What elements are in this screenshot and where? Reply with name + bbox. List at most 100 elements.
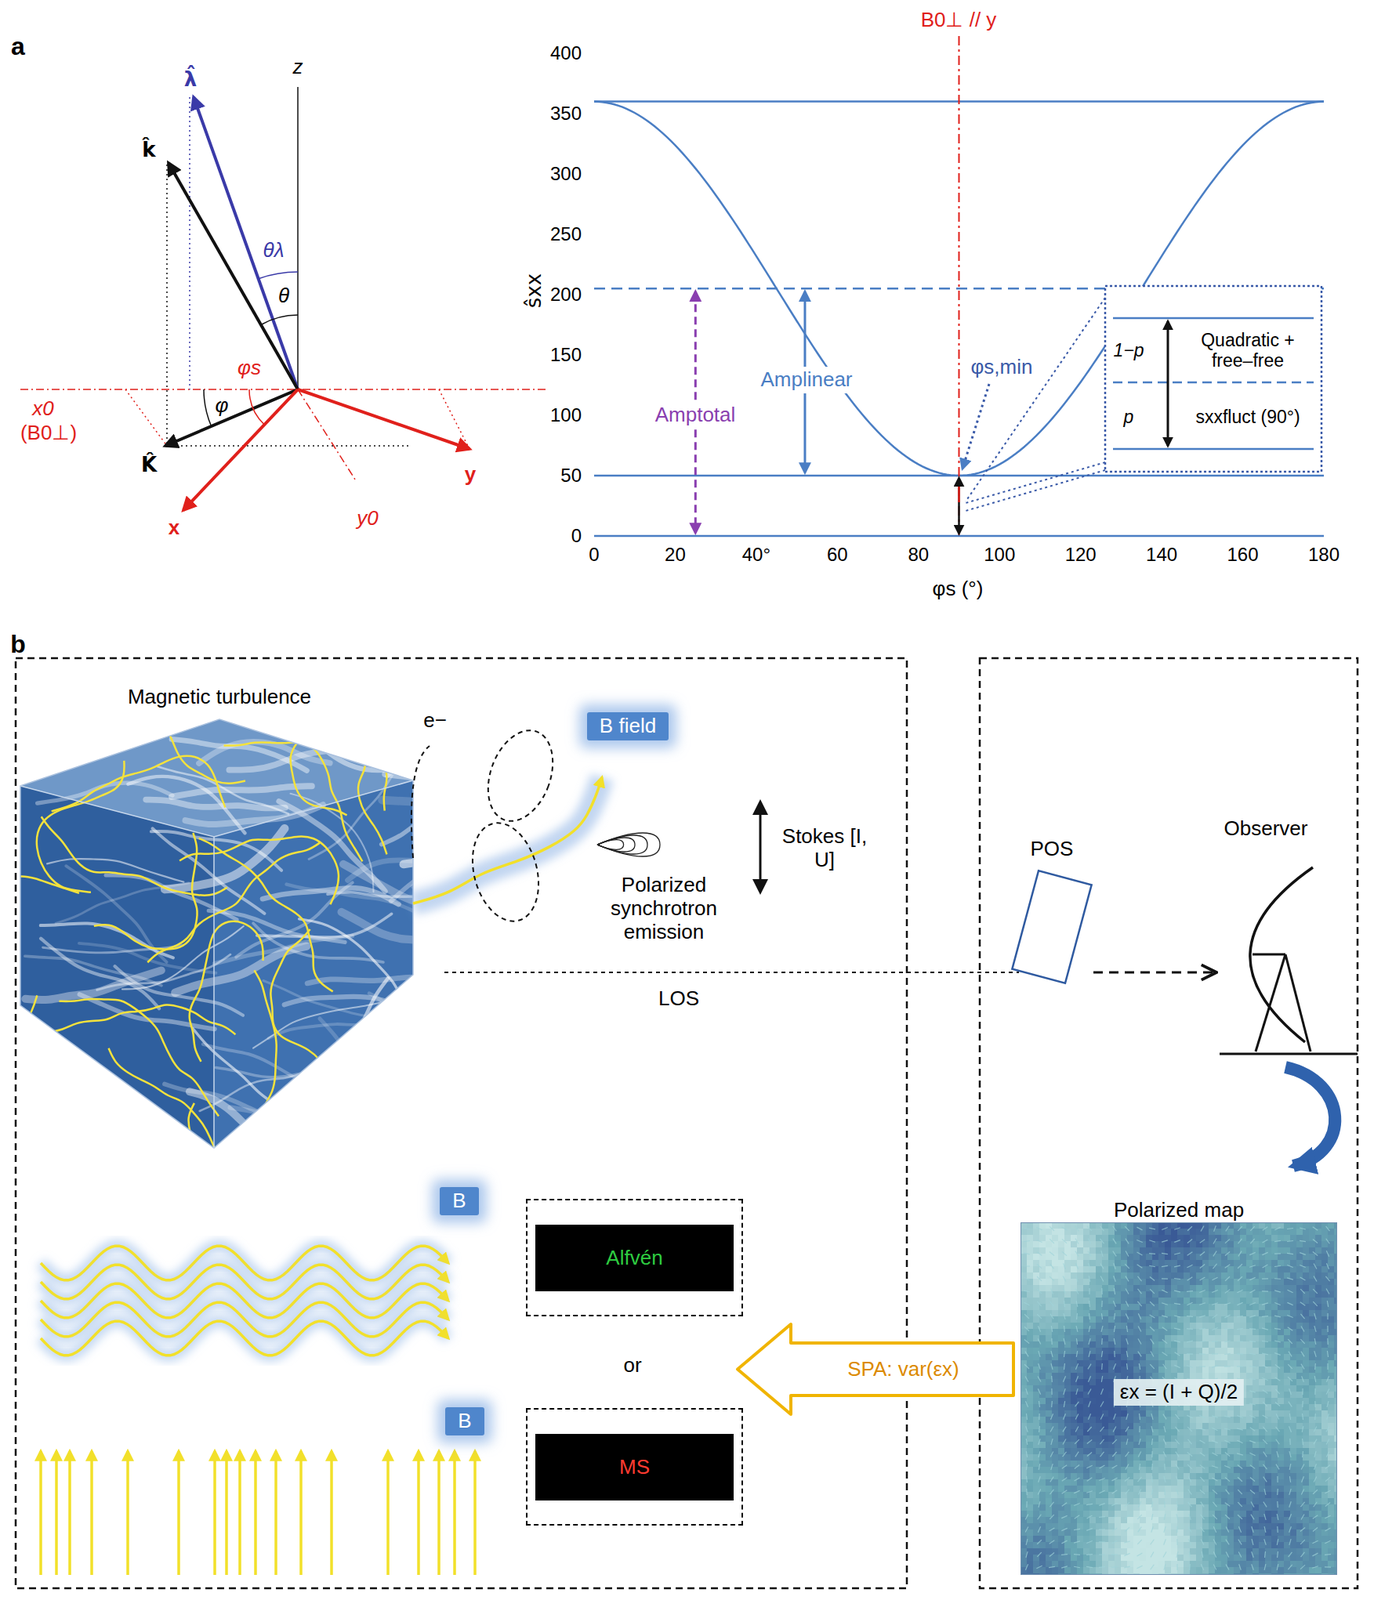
- map-cell: [1290, 1304, 1298, 1312]
- map-cell: [1214, 1417, 1222, 1425]
- field-line: [416, 1451, 421, 1576]
- field-line: [473, 1451, 477, 1576]
- map-cell: [1076, 1417, 1084, 1425]
- label: k̂: [141, 138, 156, 163]
- process-arrow: [1285, 1067, 1335, 1167]
- map-cell: [1290, 1392, 1298, 1400]
- map-cell: [1020, 1316, 1028, 1324]
- map-cell: [1095, 1373, 1103, 1381]
- map-cell: [1039, 1354, 1047, 1362]
- map-cell: [1108, 1228, 1116, 1237]
- map-cell: [1214, 1316, 1222, 1324]
- turbulence-streak: [319, 1018, 379, 1144]
- map-cell: [1095, 1366, 1103, 1374]
- map-cell: [1133, 1316, 1141, 1324]
- map-cell: [1158, 1385, 1166, 1393]
- map-cell: [1127, 1354, 1135, 1362]
- map-cell: [1051, 1247, 1059, 1255]
- map-cell: [1145, 1241, 1153, 1249]
- map-cell: [1233, 1348, 1241, 1356]
- y-axis-vector: [297, 389, 470, 450]
- map-cell: [1051, 1354, 1059, 1362]
- electron-path: [411, 746, 430, 859]
- map-cell: [1327, 1385, 1335, 1393]
- map-cell: [1170, 1429, 1179, 1437]
- map-cell: [1271, 1379, 1279, 1387]
- map-cell: [1033, 1417, 1041, 1425]
- map-cell: [1221, 1247, 1229, 1255]
- map-cell: [1239, 1354, 1248, 1362]
- map-cell: [1045, 1379, 1053, 1387]
- map-cell: [1189, 1304, 1197, 1312]
- map-cell: [1139, 1323, 1147, 1331]
- map-cell: [1290, 1266, 1298, 1274]
- map-cell: [1221, 1297, 1229, 1306]
- field-badge: B field: [587, 712, 669, 741]
- map-cell: [1089, 1235, 1097, 1243]
- y0-axis-line: [297, 389, 357, 483]
- inset-line: [1112, 381, 1314, 385]
- field-line: [213, 1451, 217, 1576]
- map-cell: [1127, 1335, 1135, 1343]
- map-cell: [1064, 1360, 1072, 1368]
- map-cell: [1045, 1404, 1053, 1412]
- map-cell: [1302, 1348, 1310, 1356]
- map-cell: [1321, 1366, 1329, 1374]
- map-cell: [1321, 1316, 1329, 1324]
- map-cell: [1145, 1228, 1153, 1237]
- turbulence-streak: [47, 859, 184, 883]
- map-cell: [1051, 1423, 1059, 1431]
- map-cell: [1127, 1235, 1135, 1243]
- label: λ̂: [184, 68, 197, 92]
- map-cell: [1252, 1341, 1260, 1349]
- field-line: [54, 1451, 59, 1576]
- map-cell: [1271, 1341, 1279, 1349]
- map-cell: [1039, 1366, 1047, 1374]
- map-cell: [1214, 1392, 1222, 1400]
- map-cell: [1070, 1310, 1078, 1318]
- map-cell: [1302, 1379, 1310, 1387]
- map-cell: [1308, 1404, 1316, 1412]
- map-cell: [1315, 1335, 1323, 1343]
- map-cell: [1139, 1285, 1147, 1293]
- map-cell: [1258, 1354, 1266, 1362]
- map-cell: [1139, 1404, 1147, 1412]
- label: B0⊥ // y: [920, 8, 997, 33]
- map-cell: [1277, 1398, 1285, 1406]
- map-cell: [1290, 1254, 1298, 1262]
- map-cell: [1177, 1329, 1185, 1337]
- map-cell: [1233, 1310, 1241, 1318]
- map-cell: [1221, 1379, 1229, 1387]
- map-cell: [1177, 1385, 1185, 1393]
- map-cell: [1133, 1291, 1141, 1299]
- map-cell: [1058, 1228, 1066, 1237]
- map-cell: [1152, 1247, 1160, 1255]
- map-cell: [1102, 1392, 1110, 1400]
- label: θ: [278, 284, 290, 309]
- map-cell: [1283, 1222, 1291, 1230]
- map-cell: [1265, 1266, 1273, 1274]
- map-cell: [1133, 1366, 1141, 1374]
- map-cell: [1026, 1348, 1034, 1356]
- field-line: [58, 999, 219, 1117]
- map-cell: [1083, 1228, 1091, 1237]
- field-line: [329, 1451, 334, 1576]
- map-cell: [1327, 1366, 1335, 1374]
- emission-lobe: [597, 840, 624, 851]
- map-cell: [1252, 1254, 1260, 1262]
- map-cell: [1064, 1329, 1072, 1337]
- turbulence-streak: [86, 1120, 218, 1169]
- map-cell: [1214, 1373, 1222, 1381]
- map-cell: [1315, 1392, 1323, 1400]
- label: or: [623, 1354, 642, 1378]
- map-cell: [1227, 1385, 1235, 1393]
- map-cell: [1133, 1329, 1141, 1337]
- map-cell: [1221, 1260, 1229, 1268]
- map-cell: [1308, 1341, 1316, 1349]
- map-cell: [1202, 1323, 1210, 1331]
- map-cell: [1183, 1222, 1191, 1230]
- map-cell: [1277, 1247, 1285, 1255]
- map-cell: [1045, 1410, 1053, 1418]
- map-cell: [1127, 1392, 1135, 1400]
- map-cell: [1164, 1285, 1172, 1293]
